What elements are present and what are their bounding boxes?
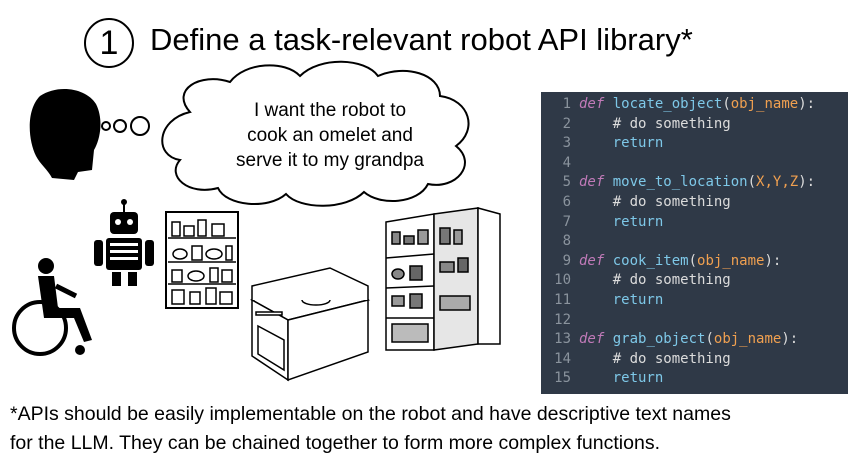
return-keyword: return [612,370,664,387]
footnote-line: for the LLM. They can be chained togethe… [10,432,660,454]
code-line: 10 # do something [541,271,848,291]
line-number: 2 [562,115,571,132]
code-line: 3 return [541,134,848,154]
function-name: move_to_location [612,174,748,191]
stove-oven-icon [249,267,371,382]
code-line: 2 # do something [541,115,848,135]
line-number: 6 [562,193,571,210]
pantry-shelf-icon [165,211,239,309]
line-number: 7 [562,213,571,230]
line-number: 5 [562,174,571,191]
line-number: 4 [562,154,571,171]
page-title: Define a task-relevant robot API library… [150,22,693,57]
code-comment: # do something [612,350,731,367]
function-params: obj_name [697,252,765,269]
code-line: 4 [541,154,848,174]
step-number-circle: 1 [84,18,134,68]
line-number: 15 [554,370,571,387]
return-keyword: return [612,291,664,308]
code-comment: # do something [612,115,731,132]
thought-line: serve it to my grandpa [236,150,424,171]
code-comment: # do something [612,272,731,289]
code-line: 12 [541,311,848,331]
code-line: 7 return [541,213,848,233]
return-keyword: return [612,135,664,152]
function-params: obj_name [713,331,782,348]
person-head-icon [29,89,101,180]
line-number: 11 [554,291,571,308]
code-line: 14 # do something [541,350,848,370]
thought-cloud [161,60,470,207]
line-number: 14 [554,350,571,367]
keyword: def [579,174,605,191]
code-line: 11 return [541,291,848,311]
line-number: 12 [554,311,571,328]
footnote-line: *APIs should be easily implementable on … [10,403,731,425]
robot-icon [94,199,154,286]
thought-dots-icon [101,116,150,136]
function-name: locate_object [612,96,723,112]
wheelchair-user-icon [12,258,92,356]
line-number: 3 [562,135,571,152]
line-number: 1 [562,96,571,112]
thought-line: cook an omelet and [247,125,413,146]
line-number: 8 [562,233,571,250]
keyword: def [579,96,605,112]
function-params: X,Y,Z [756,174,799,191]
line-number: 13 [554,331,571,348]
function-params: obj_name [730,96,799,112]
thought-line: I want the robot to [253,100,407,121]
line-number: 10 [554,272,571,289]
code-comment: # do something [612,193,731,210]
thought-bubble-text: I want the robot to cook an omelet and s… [210,98,450,173]
code-line: 6 # do something [541,193,848,213]
code-line: 15 return [541,369,848,389]
line-number: 9 [562,252,571,269]
keyword: def [579,331,605,348]
return-keyword: return [612,213,664,230]
refrigerator-icon [385,207,501,351]
function-name: grab_object [612,331,706,348]
function-name: cook_item [612,252,689,269]
keyword: def [579,252,605,269]
footnote: *APIs should be easily implementable on … [10,400,850,458]
code-line: 8 [541,232,848,252]
